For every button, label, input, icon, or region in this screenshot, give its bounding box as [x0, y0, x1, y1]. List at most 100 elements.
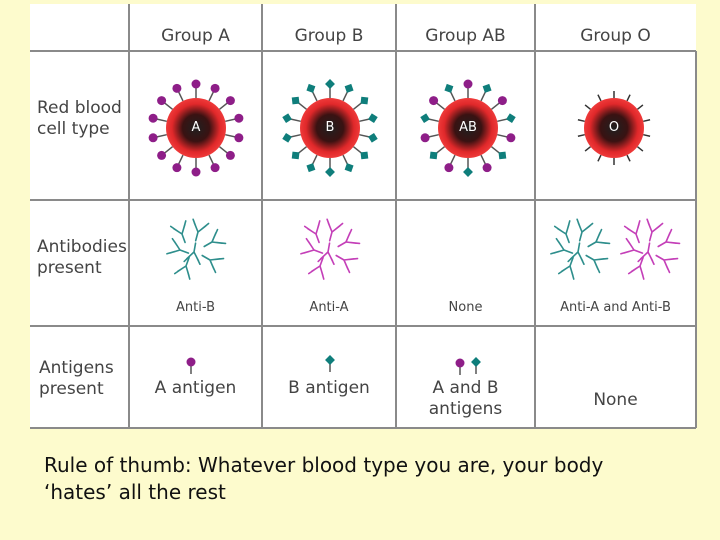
antigen-a-marker [234, 113, 244, 123]
antibodies-group-b: Anti-A [309, 300, 349, 315]
antigen-b-marker [360, 96, 369, 105]
red-blood-cell-ab [420, 79, 516, 177]
antigen-b-marker [325, 167, 335, 177]
antigens-group-ab: A and B antigens [396, 378, 535, 420]
antigen-b-marker [482, 83, 492, 93]
red-blood-cell-o [577, 91, 651, 165]
blood-type-table: Group A Group B Group AB Group O Red blo… [30, 4, 697, 429]
antigen-a-marker [444, 163, 454, 173]
antigen-a-marker [225, 96, 235, 106]
row-label-line: cell type [37, 119, 110, 139]
caption-line: Rule of thumb: Whatever blood type you a… [44, 453, 604, 477]
row-label-line: Antigens [39, 358, 114, 378]
antigen-a-marker [210, 163, 220, 173]
row-label-line: Antibodies [37, 237, 127, 257]
antibody-icon [173, 256, 191, 280]
header-group-a: Group A [161, 26, 230, 46]
antigen-b-marker [368, 113, 378, 124]
antibody-icon [335, 254, 359, 274]
antigens-group-o: None [593, 390, 638, 410]
antigen-a-marker [191, 167, 201, 177]
antibody-icon [326, 218, 344, 242]
antigens-group-a: A antigen [154, 378, 237, 398]
cell-label-b: B [325, 120, 335, 135]
red-blood-cell-a [148, 79, 244, 177]
antibody-icon [550, 237, 574, 255]
row-label-red-blood-cell-type: Red blood cell type [37, 98, 122, 140]
antigens-group-ab-line: A and B [432, 378, 499, 398]
antigen-b-marker [506, 113, 516, 124]
header-group-o: Group O [580, 26, 651, 46]
row-label-line: Red blood [37, 98, 122, 118]
antibody-icon [201, 254, 225, 274]
cell-label-o: O [608, 120, 620, 135]
antigen-a-marker [420, 133, 430, 143]
cell-body [584, 98, 644, 158]
antigen-a-marker [506, 133, 516, 143]
cell-label-a: A [191, 120, 201, 135]
antigen-a-marker [172, 163, 182, 173]
antigen-b-marker [420, 113, 430, 124]
antibody-icon [585, 254, 609, 274]
antibody-icon [655, 254, 679, 274]
antigen-b-marker [291, 96, 300, 105]
antigen-b-marker [282, 113, 292, 124]
antibodies-group-o: Anti-A and Anti-B [560, 300, 671, 315]
rule-of-thumb-caption: Rule of thumb: Whatever blood type you a… [44, 452, 694, 506]
antigens-group-b: B antigen [288, 378, 370, 398]
caption-line: ‘hates’ all the rest [44, 480, 226, 504]
antibody-icon [183, 242, 201, 266]
antigen-a-marker [497, 96, 507, 106]
antibody-icon [637, 242, 655, 266]
antigens-group-ab-line: antigens [428, 399, 503, 419]
antibody-icon [192, 218, 210, 242]
antigen-b-marker [429, 151, 438, 160]
antigen-b-marker [344, 83, 354, 93]
antigen-a-marker [186, 357, 196, 367]
antigen-b-marker [444, 83, 454, 93]
antigen-b-marker [325, 79, 335, 89]
antigen-b-marker [368, 132, 378, 143]
antibody-icon [553, 220, 571, 244]
antibody-icon [166, 237, 190, 255]
header-group-ab: Group AB [425, 26, 506, 46]
antigen-b-marker [498, 151, 507, 160]
antigen-b-marker [325, 355, 335, 365]
antigen-a-marker [482, 163, 492, 173]
row-label-line: present [37, 258, 102, 278]
antigen-b-marker [463, 167, 473, 177]
antigen-a-marker [463, 79, 473, 89]
antibody-icon [567, 242, 585, 266]
antibody-icon [307, 256, 325, 280]
antigen-b-marker [471, 357, 481, 367]
antibody-icon [627, 256, 645, 280]
antibody-icon [317, 242, 335, 266]
antibody-icon [557, 256, 575, 280]
row-label-antibodies-present: Antibodies present [37, 237, 127, 279]
cell-body [438, 98, 498, 158]
cell-label-ab: AB [459, 120, 477, 135]
antigen-b-marker [291, 151, 300, 160]
antibody-icon [620, 237, 644, 255]
antigen-b-marker [344, 163, 354, 173]
antibody-icon [169, 220, 187, 244]
antibodies-group-ab: None [448, 300, 483, 315]
antibodies-group-a: Anti-B [176, 300, 215, 315]
antigen-a-marker [157, 150, 167, 160]
row-label-antigens-present: Antigens present [39, 358, 114, 400]
antigen-a-marker [157, 96, 167, 106]
antigen-a-marker [191, 79, 201, 89]
table-grid [30, 4, 697, 429]
antigen-a-marker [234, 133, 244, 143]
antibody-icon [300, 237, 324, 255]
antigen-a-marker [172, 83, 182, 93]
antibody-icon [303, 220, 321, 244]
antigen-a-marker [225, 150, 235, 160]
antibody-icon [623, 220, 641, 244]
cell-body [300, 98, 360, 158]
antibody-icon [337, 228, 361, 248]
antigen-a-marker [429, 96, 439, 106]
antigen-a-marker [148, 133, 158, 143]
antigen-a-marker [210, 83, 220, 93]
cell-body [166, 98, 226, 158]
